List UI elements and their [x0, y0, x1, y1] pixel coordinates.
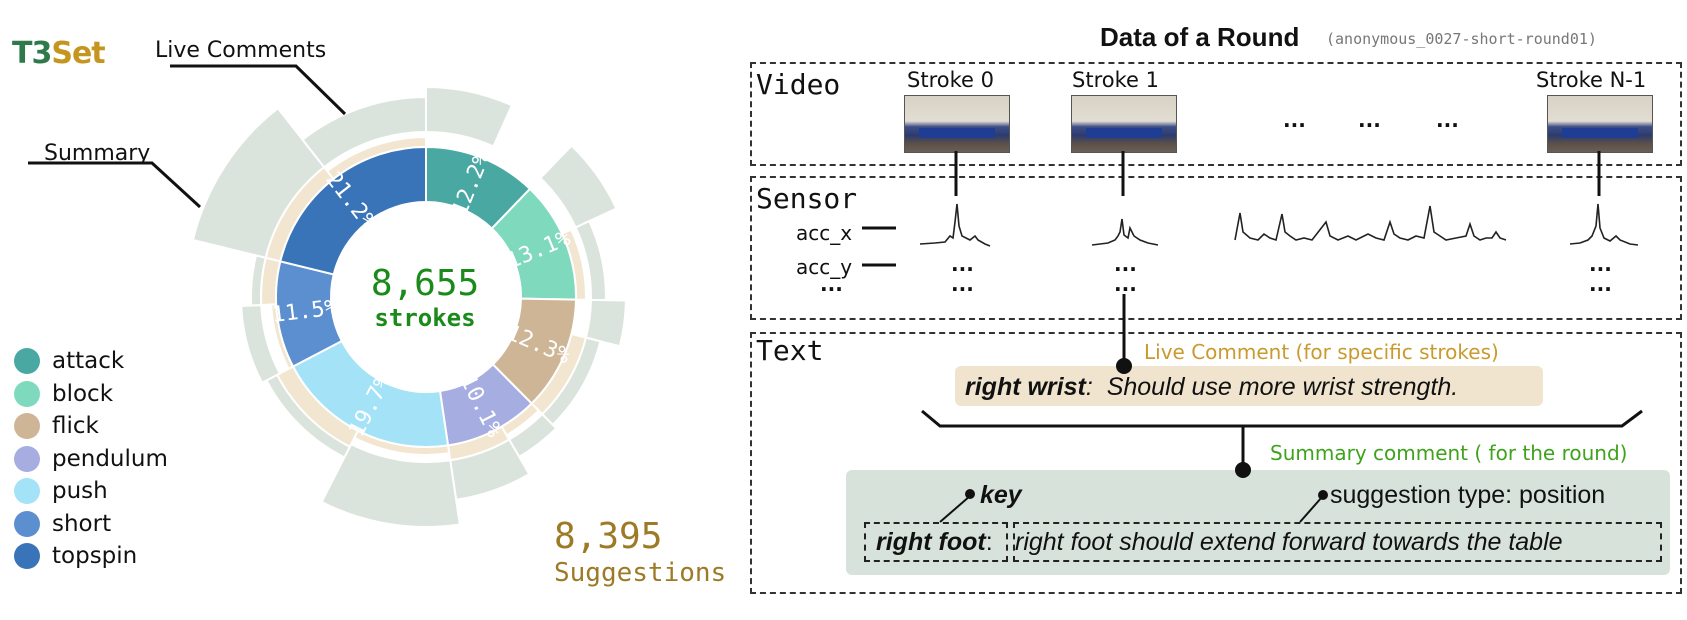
- donut-layer: 12.2%13.1%12.3%10.1%19.7%11.5%21.2%: [191, 85, 627, 528]
- signal-middle-sequence: [1234, 205, 1507, 242]
- acc-y-label: acc_y: [796, 255, 853, 279]
- summary-text-box: right foot should extend forward towards…: [1013, 522, 1662, 562]
- video-ellipsis-3: ...: [1436, 108, 1459, 132]
- summary-callout: Summary: [44, 141, 151, 166]
- logo-part-set: Set: [51, 36, 105, 71]
- legend-swatch: [14, 543, 40, 570]
- center-stroke-count: 8,655: [370, 263, 480, 304]
- logo-part-t3: T3: [12, 36, 52, 71]
- signal-stroke-0: [919, 203, 991, 247]
- suggestions-label: Suggestions: [554, 558, 727, 588]
- signal-stroke-1: [1091, 218, 1159, 246]
- legend-item-topspin: topspin: [14, 540, 168, 573]
- legend-item-block: block: [14, 378, 168, 411]
- summary-key-label: key: [980, 481, 1022, 509]
- legend: attack block flick pendulum push short t…: [14, 345, 168, 573]
- legend-item-pendulum: pendulum: [14, 443, 168, 476]
- sensor-ellipsis-sna: ...: [1589, 252, 1612, 276]
- stroke-n1-label: Stroke N-1: [1536, 68, 1647, 92]
- summary-ring-wedge-push: [320, 442, 461, 528]
- live-comments-leader: [170, 64, 347, 116]
- summary-text: right foot should extend forward towards…: [1015, 528, 1563, 556]
- legend-swatch: [14, 380, 40, 407]
- sensor-section: [750, 176, 1682, 320]
- live-comment-title: Live Comment (for specific strokes): [1144, 340, 1499, 364]
- sensor-ellipsis-s1a: ...: [1114, 252, 1137, 276]
- legend-item-flick: flick: [14, 410, 168, 443]
- legend-item-push: push: [14, 475, 168, 508]
- live-comment-key: right wrist: [965, 373, 1086, 401]
- video-ellipsis-2: ...: [1358, 108, 1381, 132]
- summary-comment-title: Summary comment ( for the round): [1270, 441, 1628, 465]
- summary-anchor-dot: [1235, 462, 1251, 478]
- legend-label: topspin: [52, 543, 138, 570]
- sensor-ellipsis-left: ...: [820, 272, 843, 296]
- round-subtitle: (anonymous_0027-short-round01): [1326, 30, 1597, 48]
- sensor-label: Sensor: [756, 182, 858, 215]
- signal-stroke-n1: [1569, 203, 1639, 246]
- legend-label: block: [52, 380, 114, 407]
- suggestions-count: 8,395: [554, 516, 663, 557]
- summary-bracket: [921, 409, 1643, 428]
- legend-swatch: [14, 348, 40, 375]
- live-comment-anchor-dot: [1116, 358, 1132, 374]
- acc-x-label: acc_x: [796, 221, 853, 245]
- stroke-1-label: Stroke 1: [1072, 68, 1159, 92]
- summary-colon: :: [985, 528, 993, 556]
- legend-label: push: [52, 478, 108, 505]
- sensor-ellipsis-s0b: ...: [951, 272, 974, 296]
- summary-suggestion-type: suggestion type: position: [1330, 481, 1606, 509]
- summary-ring-wedge-attack: [425, 85, 514, 148]
- video-ellipsis-1: ...: [1283, 108, 1306, 132]
- legend-label: attack: [52, 348, 125, 375]
- key-pointer-dot: [965, 489, 975, 499]
- round-title: Data of a Round: [1100, 22, 1300, 52]
- suggestion-type-pointer-line: [1299, 496, 1323, 523]
- legend-swatch: [14, 478, 40, 505]
- live-comment-box: right wrist: Should use more wrist stren…: [955, 366, 1543, 406]
- summary-ring-wedge-block: [538, 144, 618, 229]
- live-comment-colon: :: [1085, 373, 1093, 401]
- text-section: [750, 332, 1682, 594]
- video-section: [750, 62, 1682, 166]
- legend-swatch: [14, 413, 40, 440]
- summary-key-value: right foot: [876, 528, 986, 556]
- legend-item-attack: attack: [14, 345, 168, 378]
- sensor-ellipsis-s0a: ...: [951, 252, 974, 276]
- live-comment-text: Should use more wrist strength.: [1106, 373, 1459, 401]
- legend-label: short: [52, 510, 112, 537]
- stroke-donut-chart: 12.2%13.1%12.3%10.1%19.7%11.5%21.2%: [28, 64, 627, 528]
- stroke-0-video-thumbnail: [904, 95, 1010, 153]
- donut-center: [331, 202, 521, 392]
- center-stroke-label: strokes: [374, 304, 476, 332]
- legend-label: pendulum: [52, 445, 168, 472]
- sensor-ellipsis-snb: ...: [1589, 272, 1612, 296]
- legend-label: flick: [52, 413, 99, 440]
- legend-swatch: [14, 510, 40, 537]
- legend-swatch: [14, 445, 40, 472]
- summary-key-box: right foot:: [864, 522, 1008, 562]
- live-comments-callout: Live Comments: [155, 38, 327, 63]
- summary-ring-wedge-topspin: [301, 95, 427, 169]
- sensor-ellipsis-s1b: ...: [1114, 272, 1137, 296]
- legend-item-short: short: [14, 508, 168, 541]
- video-label: Video: [756, 68, 841, 101]
- t3set-logo: T3Set: [12, 36, 106, 71]
- summary-leader: [28, 161, 202, 209]
- stroke-0-label: Stroke 0: [907, 68, 994, 92]
- key-pointer-line: [939, 495, 971, 523]
- text-label: Text: [756, 334, 824, 367]
- suggestion-type-pointer-dot: [1318, 490, 1328, 500]
